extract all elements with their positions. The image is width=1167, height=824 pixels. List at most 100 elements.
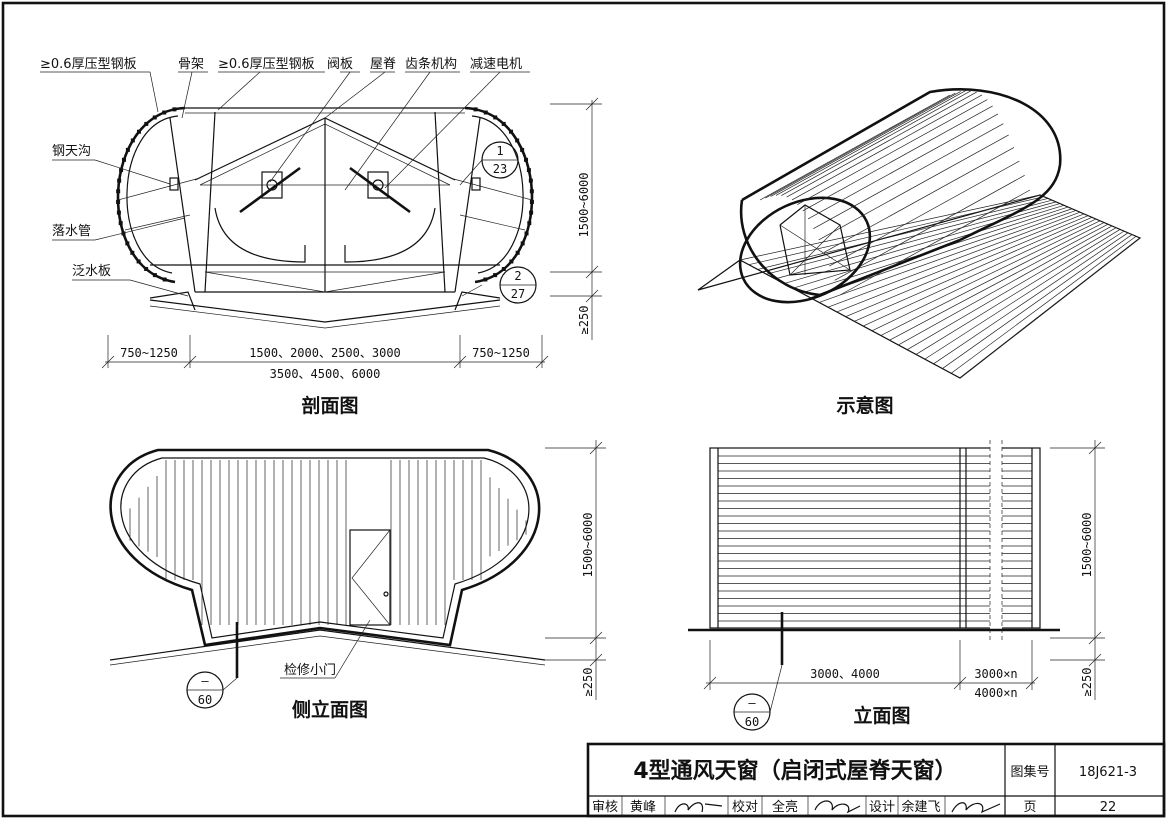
shell-stud — [473, 107, 478, 112]
shell-stud — [483, 277, 488, 282]
section-leaders — [40, 71, 530, 297]
frame-right-post — [454, 117, 481, 293]
shell-stud — [501, 267, 506, 272]
front-ref-bottom: 60 — [745, 715, 759, 729]
design-label: 设计 — [869, 800, 895, 815]
front-break-gap — [990, 440, 1002, 640]
vent-line — [786, 91, 977, 198]
shell-stud — [121, 231, 126, 236]
roof-rib — [827, 211, 1081, 308]
roof-rib — [880, 222, 1105, 336]
roof-rib — [863, 218, 1097, 327]
vent-line — [759, 94, 951, 201]
side-elevation-title: 侧立面图 — [292, 698, 368, 721]
roof-rib — [836, 213, 1085, 313]
shell-stud — [144, 121, 149, 126]
shell-stud — [493, 273, 498, 278]
shell-right-inner — [471, 115, 524, 274]
shell-stud — [501, 121, 506, 126]
label-steel-plate-mid: ≥0.6厚压型钢板 — [218, 57, 315, 72]
side-outline — [109, 448, 541, 647]
vent-line — [802, 105, 993, 212]
side-height-dim: 1500~6000 — [581, 512, 595, 577]
access-door — [349, 529, 391, 626]
gutter-right — [471, 177, 481, 191]
section-height-dim: 1500~6000 — [577, 172, 591, 237]
page-label: 页 — [1023, 800, 1036, 815]
frame-left-post — [169, 117, 196, 293]
access-door-handle — [383, 591, 389, 597]
side-vertical-dim — [545, 440, 606, 700]
flashing-left — [149, 291, 196, 311]
shell-stud — [172, 107, 177, 112]
vent-line — [807, 113, 999, 220]
roof-rib — [766, 199, 1053, 275]
vent-line — [839, 189, 1031, 296]
vent-line — [791, 94, 983, 201]
vent-line — [834, 175, 1025, 281]
roof-rib — [854, 217, 1093, 322]
side-ground-2 — [109, 635, 546, 666]
shell-stud — [524, 231, 529, 236]
roof-rib — [792, 204, 1065, 289]
roof-rib — [739, 194, 1041, 261]
section-vertical-dim — [550, 97, 602, 340]
side-curb-dim: ≥250 — [581, 668, 595, 697]
review-label: 审核 — [592, 800, 618, 815]
shell-stud — [515, 138, 520, 143]
dim-total: 3500、4500、6000 — [270, 367, 381, 381]
shell-stud — [520, 241, 525, 246]
shell-stud — [152, 273, 157, 278]
roof-rib — [845, 215, 1089, 317]
roof-rib — [898, 225, 1113, 346]
shell-stud — [515, 250, 520, 255]
side-ribs — [129, 460, 527, 625]
shell-stud — [524, 157, 529, 162]
motor-left — [261, 171, 283, 199]
shell-stud — [528, 178, 533, 183]
shell-studs — [116, 107, 534, 282]
label-gutter: 钢天沟 — [52, 144, 91, 159]
valve-plate-right — [344, 207, 436, 263]
roof-rib — [915, 229, 1121, 355]
shell-stud — [116, 210, 121, 215]
rack-left — [239, 166, 301, 214]
front-horizontal-dim — [703, 640, 1039, 690]
roof-rib — [757, 198, 1049, 270]
reviewer-name: 黄峰 — [630, 800, 656, 815]
shell-stud — [125, 147, 130, 152]
roof-rib — [871, 220, 1101, 332]
shell-stud — [130, 250, 135, 255]
section-curb-dim: ≥250 — [577, 306, 591, 335]
brace-r1 — [449, 177, 533, 201]
shell-stud — [529, 189, 534, 194]
roof-rib — [933, 232, 1129, 365]
label-frame: 骨架 — [178, 57, 204, 72]
dim-left: 750~1250 — [120, 346, 178, 360]
shell-stud — [483, 110, 488, 115]
page-number: 22 — [1100, 800, 1117, 815]
schematic-view: 示意图 — [697, 88, 1142, 417]
vent-line — [829, 160, 1020, 267]
shell-stud — [493, 115, 498, 120]
flashing-right — [454, 291, 501, 311]
label-valve-plate: 阀板 — [327, 57, 353, 72]
title-block: 4型通风天窗（启闭式屋脊天窗） 图集号 18J621-3 审核 黄峰 校对 全亮… — [586, 742, 1166, 818]
atlas-number: 18J621-3 — [1079, 765, 1137, 780]
label-ridge: 屋脊 — [370, 57, 396, 72]
vent-line — [770, 91, 961, 197]
label-steel-plate-left: ≥0.6厚压型钢板 — [40, 57, 137, 72]
front-height-dim: 1500~6000 — [1080, 512, 1094, 577]
vent-line — [797, 99, 988, 205]
designer-name: 余建飞 — [901, 799, 940, 815]
roof-rib — [819, 210, 1077, 303]
brace-l2 — [124, 214, 191, 231]
dim-right: 750~1250 — [472, 346, 530, 360]
designer-signature — [951, 802, 1001, 814]
section-horizontal-dim — [101, 335, 549, 369]
front-louvres — [718, 455, 1032, 622]
dim-middle: 1500、2000、2500、3000 — [249, 346, 401, 360]
roof-rib — [924, 230, 1125, 360]
roof-rib — [907, 227, 1117, 350]
